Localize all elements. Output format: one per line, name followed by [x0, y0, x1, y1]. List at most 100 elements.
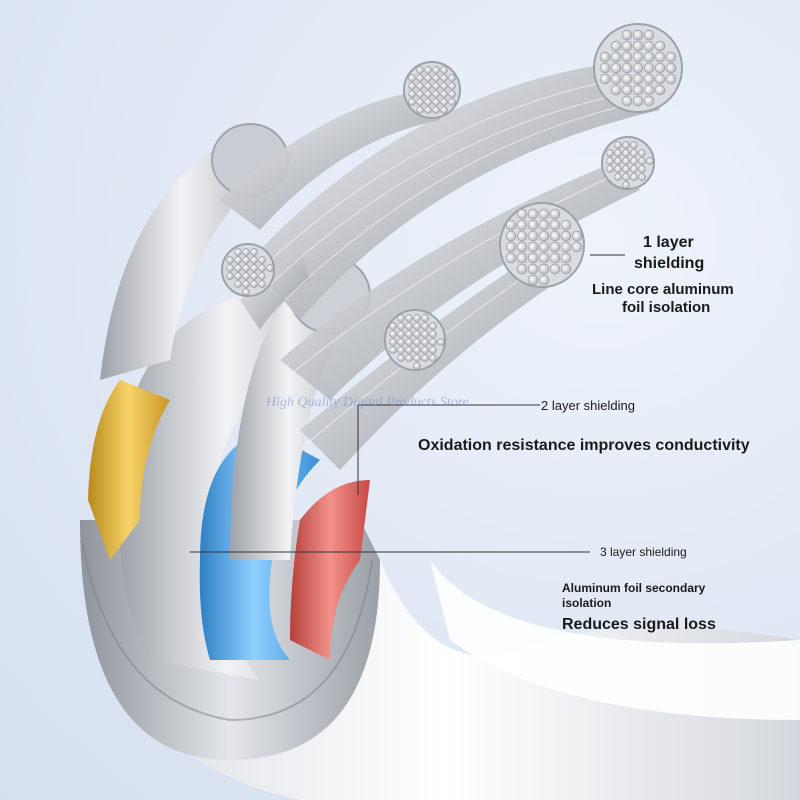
strand-dot	[654, 73, 666, 85]
strand-dot	[560, 241, 572, 253]
layer3-title: 3 layer shielding	[600, 545, 687, 559]
strand-dot	[614, 157, 622, 165]
strand-dot	[638, 173, 646, 181]
strand-dot	[234, 248, 242, 256]
strand-dot	[429, 322, 437, 330]
strand-dot	[413, 322, 421, 330]
strand-dot	[424, 98, 432, 106]
strand-dot	[621, 95, 633, 107]
strand-dot	[560, 263, 572, 275]
strand-dot	[632, 73, 644, 85]
strand-dot	[654, 62, 666, 74]
strand-dot	[505, 230, 517, 242]
strand-dot	[621, 73, 633, 85]
strand-dot	[560, 219, 572, 231]
strand-dot	[408, 98, 416, 106]
strand-dot	[416, 66, 424, 74]
strand-dot	[599, 51, 611, 63]
strand-dot	[413, 314, 421, 322]
strand-dot	[250, 272, 258, 280]
strand-dot	[654, 40, 666, 52]
strand-dot	[654, 51, 666, 63]
layer2-desc: Oxidation resistance improves conductivi…	[418, 437, 750, 454]
strand-dot	[432, 82, 440, 90]
strand-dot	[599, 73, 611, 85]
strand-dot	[643, 95, 655, 107]
strand-dot	[549, 263, 561, 275]
strand-dot	[622, 157, 630, 165]
strand-dot	[432, 74, 440, 82]
strand-dot	[538, 230, 550, 242]
strand-dot	[665, 62, 677, 74]
strand-dot	[622, 181, 630, 189]
strand-end-top-left	[403, 61, 461, 119]
strand-dot	[397, 314, 405, 322]
strand-dot	[614, 149, 622, 157]
strand-dot	[242, 272, 250, 280]
strand-dot	[448, 74, 456, 82]
strand-dot	[416, 106, 424, 114]
strand-dot	[389, 338, 397, 346]
strand-dot	[638, 149, 646, 157]
strand-dot	[538, 208, 550, 220]
strand-dot	[413, 354, 421, 362]
strand-dot	[440, 98, 448, 106]
strand-dot	[622, 141, 630, 149]
strand-dot	[437, 338, 445, 346]
layer3-desc-line2: isolation	[562, 596, 612, 610]
strand-dot	[413, 346, 421, 354]
strand-dot	[516, 263, 528, 275]
strand-dot	[516, 230, 528, 242]
strand-dot	[538, 252, 550, 264]
layer2-title: 2 layer shielding	[541, 398, 635, 413]
strand-dot	[646, 157, 654, 165]
strand-dot	[606, 149, 614, 157]
strand-dot	[527, 263, 539, 275]
strand-dot	[397, 322, 405, 330]
strand-dot	[389, 346, 397, 354]
strand-dot	[424, 90, 432, 98]
strand-dot	[397, 330, 405, 338]
strand-dot	[549, 241, 561, 253]
strand-dot	[560, 252, 572, 264]
strand-dot	[516, 252, 528, 264]
strand-dot	[242, 288, 250, 296]
strand-dot	[527, 241, 539, 253]
strand-dot	[234, 256, 242, 264]
strand-dot	[226, 264, 234, 272]
strand-dot	[527, 252, 539, 264]
strand-dot	[397, 338, 405, 346]
strand-dot	[250, 264, 258, 272]
strand-dot	[538, 241, 550, 253]
strand-dot	[405, 330, 413, 338]
silver-wire-front	[118, 293, 360, 680]
strand-dot	[638, 157, 646, 165]
strand-dot	[258, 256, 266, 264]
strand-dot	[610, 40, 622, 52]
strand-dot	[614, 141, 622, 149]
strand-dot	[405, 354, 413, 362]
strand-dot	[429, 346, 437, 354]
strand-dot	[440, 66, 448, 74]
strand-dot	[622, 173, 630, 181]
strand-dot	[432, 90, 440, 98]
strand-dot	[405, 322, 413, 330]
strand-dot	[632, 95, 644, 107]
strand-dot	[405, 346, 413, 354]
strand-dot	[416, 98, 424, 106]
strand-dot	[242, 256, 250, 264]
strand-dot	[258, 272, 266, 280]
strand-dot	[549, 252, 561, 264]
strand-dot	[516, 219, 528, 231]
strand-dot	[413, 330, 421, 338]
strand-dot	[560, 230, 572, 242]
strand-dot	[424, 74, 432, 82]
strand-dot	[643, 84, 655, 96]
strand-dot	[549, 219, 561, 231]
strand-dot	[432, 106, 440, 114]
strand-dot	[421, 338, 429, 346]
strand-dot	[424, 66, 432, 74]
layer3-benefit: Reduces signal loss	[562, 616, 716, 633]
strand-dot	[266, 264, 274, 272]
